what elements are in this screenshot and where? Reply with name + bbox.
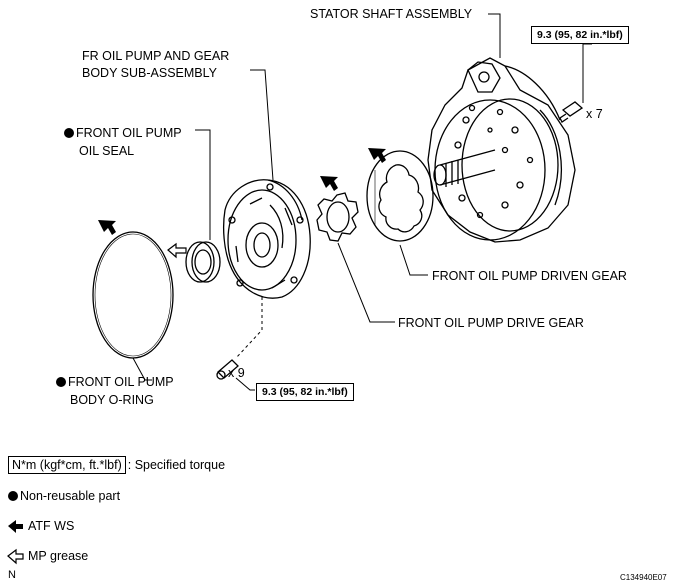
driven-gear-drawing — [366, 150, 434, 242]
stator-shaft-assembly-drawing — [427, 57, 576, 243]
legend-nonreusable-text: Non-reusable part — [20, 489, 121, 503]
footer-figure-id: C134940E07 — [620, 573, 667, 582]
atf-arrow-driven-gear — [368, 148, 386, 163]
oil-seal-label-line2: OIL SEAL — [79, 144, 135, 158]
o-ring-label-line2: BODY O-RING — [70, 393, 154, 407]
mp-legend-arrow — [7, 548, 24, 565]
atf-arrow-drive-gear — [320, 176, 338, 191]
driven-gear-label: FRONT OIL PUMP DRIVEN GEAR — [432, 269, 627, 283]
legend-atf: ATF WS — [28, 519, 74, 533]
atf-legend-arrow — [8, 520, 23, 533]
non-reusable-dot-icon — [8, 491, 18, 501]
footer-left-code: N — [8, 569, 16, 581]
legend-nonreusable: Non-reusable part — [8, 489, 120, 503]
oil-pump-body-drawing — [223, 179, 311, 299]
oil-seal-drawing — [185, 241, 221, 283]
legend-atf-text: ATF WS — [28, 519, 75, 533]
o-ring-label-line1: FRONT OIL PUMP — [56, 374, 174, 391]
pump-body-label-line1: FR OIL PUMP AND GEAR — [82, 49, 230, 63]
pump-body-label-line2: BODY SUB-ASSEMBLY — [82, 66, 217, 80]
body-bolt-drawing — [216, 359, 239, 380]
oil-seal-label-line1: FRONT OIL PUMP — [64, 125, 182, 142]
legend-mp-text: MP grease — [28, 549, 89, 563]
mp-grease-arrow-seal — [167, 242, 187, 259]
atf-arrow-oring — [98, 220, 116, 235]
stator-bolt-drawing — [559, 101, 584, 123]
legend-torque-box: N*m (kgf*cm, ft.*lbf) — [8, 456, 126, 474]
legend-mp-grease: MP grease — [28, 549, 88, 563]
legend-torque-text: : Specified torque — [127, 458, 226, 472]
torque-spec-bottom: 9.3 (95, 82 in.*lbf) — [256, 383, 354, 401]
non-reusable-dot-icon — [64, 128, 74, 138]
legend-torque: N*m (kgf*cm, ft.*lbf) : Specified torque — [8, 456, 225, 474]
drive-gear-label: FRONT OIL PUMP DRIVE GEAR — [398, 316, 584, 330]
non-reusable-dot-icon — [56, 377, 66, 387]
o-ring-drawing — [92, 231, 174, 359]
torque-spec-top: 9.3 (95, 82 in.*lbf) — [531, 26, 629, 44]
drive-gear-drawing — [316, 192, 359, 242]
bolt-qty-top: x 7 — [586, 107, 603, 121]
stator-shaft-label: STATOR SHAFT ASSEMBLY — [310, 7, 473, 21]
bolt-qty-bottom: x 9 — [228, 366, 245, 380]
